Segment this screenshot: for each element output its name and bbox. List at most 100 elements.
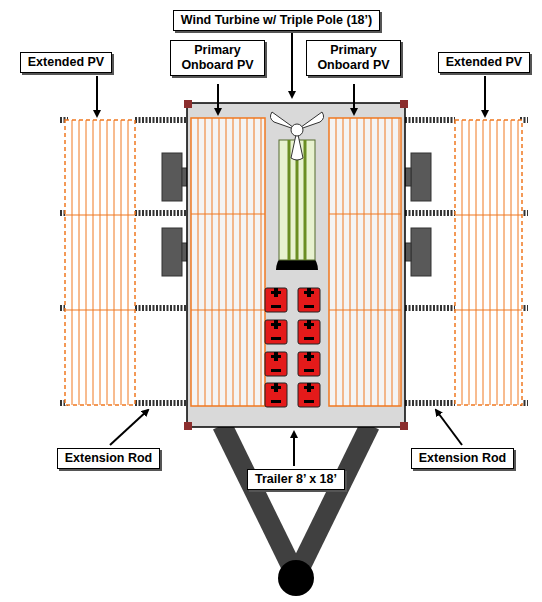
pv-cell-line xyxy=(114,120,115,405)
battery-body xyxy=(265,288,287,312)
pv-cell-line xyxy=(233,118,234,406)
label-text: Wind Turbine w/ Triple Pole (18’) xyxy=(180,13,373,28)
pv-row-line xyxy=(191,213,265,214)
battery-body xyxy=(265,383,287,407)
pv-cell-line xyxy=(462,120,463,405)
battery xyxy=(298,383,320,407)
label-box: Wind Turbine w/ Triple Pole (18’) xyxy=(173,10,380,31)
battery-plus xyxy=(274,288,278,297)
pv-cell-line xyxy=(219,118,220,406)
pv-cell-line xyxy=(350,118,351,406)
extension-rod xyxy=(405,400,455,406)
label-box: Extended PV xyxy=(20,52,112,73)
pv-cell-line xyxy=(378,118,379,406)
pv-cell-line xyxy=(86,120,87,405)
pv-cell-line xyxy=(392,118,393,406)
pv-cell-line xyxy=(399,118,400,406)
batteries xyxy=(265,288,320,407)
battery-plus xyxy=(307,288,311,297)
extension-rod xyxy=(405,305,455,311)
trailer-deck xyxy=(187,103,405,427)
battery-plus xyxy=(274,383,278,392)
extended-pv-frame xyxy=(455,120,522,405)
pv-cell-line xyxy=(212,118,213,406)
extension-rod xyxy=(405,117,455,123)
pv-cell-line xyxy=(100,120,101,405)
pv-cell-line xyxy=(72,120,73,405)
pv-cell-line xyxy=(476,120,477,405)
pv-cell-line xyxy=(357,118,358,406)
battery-body xyxy=(265,320,287,344)
onboard-pv-frame xyxy=(329,118,401,406)
battery-plus xyxy=(274,320,278,329)
label-box: Extension Rod xyxy=(57,448,160,469)
wind-turbine xyxy=(270,112,323,270)
label-box: Trailer 8’ x 18’ xyxy=(247,469,345,490)
pv-cell-line xyxy=(261,118,262,406)
pv-cell-line xyxy=(469,120,470,405)
label-text: Extension Rod xyxy=(418,451,507,466)
pv-cell-line xyxy=(226,118,227,406)
battery-plus xyxy=(307,352,311,361)
battery xyxy=(265,320,287,344)
extended-pv-frame xyxy=(65,120,135,405)
pv-row-line xyxy=(65,214,135,215)
pv-cell-line xyxy=(343,118,344,406)
battery xyxy=(298,288,320,312)
pv-row-line xyxy=(329,309,401,310)
pv-cell-line xyxy=(107,120,108,405)
label-text: Primary Onboard PV xyxy=(177,43,258,73)
corner-posts xyxy=(184,100,408,430)
label-box: Primary Onboard PV xyxy=(170,40,265,76)
pv-cell-line xyxy=(518,120,519,405)
pv-row-line xyxy=(65,309,135,310)
battery-body xyxy=(298,320,320,344)
label-box: Extension Rod xyxy=(411,448,514,469)
trailer-tongue xyxy=(222,425,370,596)
extension-rod xyxy=(135,117,187,123)
pv-cell-line xyxy=(121,120,122,405)
label-text: Extension Rod xyxy=(64,451,153,466)
battery xyxy=(298,320,320,344)
battery xyxy=(265,352,287,376)
pv-cell-line xyxy=(205,118,206,406)
pv-cell-line xyxy=(371,118,372,406)
pv-cell-line xyxy=(497,120,498,405)
pv-cell-line xyxy=(483,120,484,405)
battery-body xyxy=(265,352,287,376)
pv-cell-line xyxy=(254,118,255,406)
battery xyxy=(265,288,287,312)
extension-rod xyxy=(135,305,187,311)
pv-cell-line xyxy=(93,120,94,405)
label-text: Primary Onboard PV xyxy=(313,43,394,73)
battery-minus xyxy=(304,337,314,340)
pv-cell-line xyxy=(240,118,241,406)
pv-cell-line xyxy=(504,120,505,405)
battery-minus xyxy=(304,305,314,308)
pv-row-line xyxy=(191,309,265,310)
battery xyxy=(265,383,287,407)
battery-body xyxy=(298,352,320,376)
onboard-pv xyxy=(191,118,265,406)
battery-body xyxy=(298,383,320,407)
label-box: Extended PV xyxy=(438,52,530,73)
label-text: Extended PV xyxy=(27,55,105,70)
pv-cell-line xyxy=(247,118,248,406)
pv-cell-line xyxy=(79,120,80,405)
battery-plus xyxy=(307,383,311,392)
pv-cell-line xyxy=(364,118,365,406)
battery-minus xyxy=(271,400,281,403)
extended-pv xyxy=(455,120,522,405)
battery-minus xyxy=(271,369,281,372)
battery-body xyxy=(298,288,320,312)
label-text: Trailer 8’ x 18’ xyxy=(254,472,338,487)
pv-cell-line xyxy=(490,120,491,405)
battery-minus xyxy=(271,337,281,340)
battery-minus xyxy=(304,369,314,372)
pv-panels xyxy=(65,118,522,406)
pv-row-line xyxy=(455,309,522,310)
battery-plus xyxy=(274,352,278,361)
pv-row-line xyxy=(329,213,401,214)
